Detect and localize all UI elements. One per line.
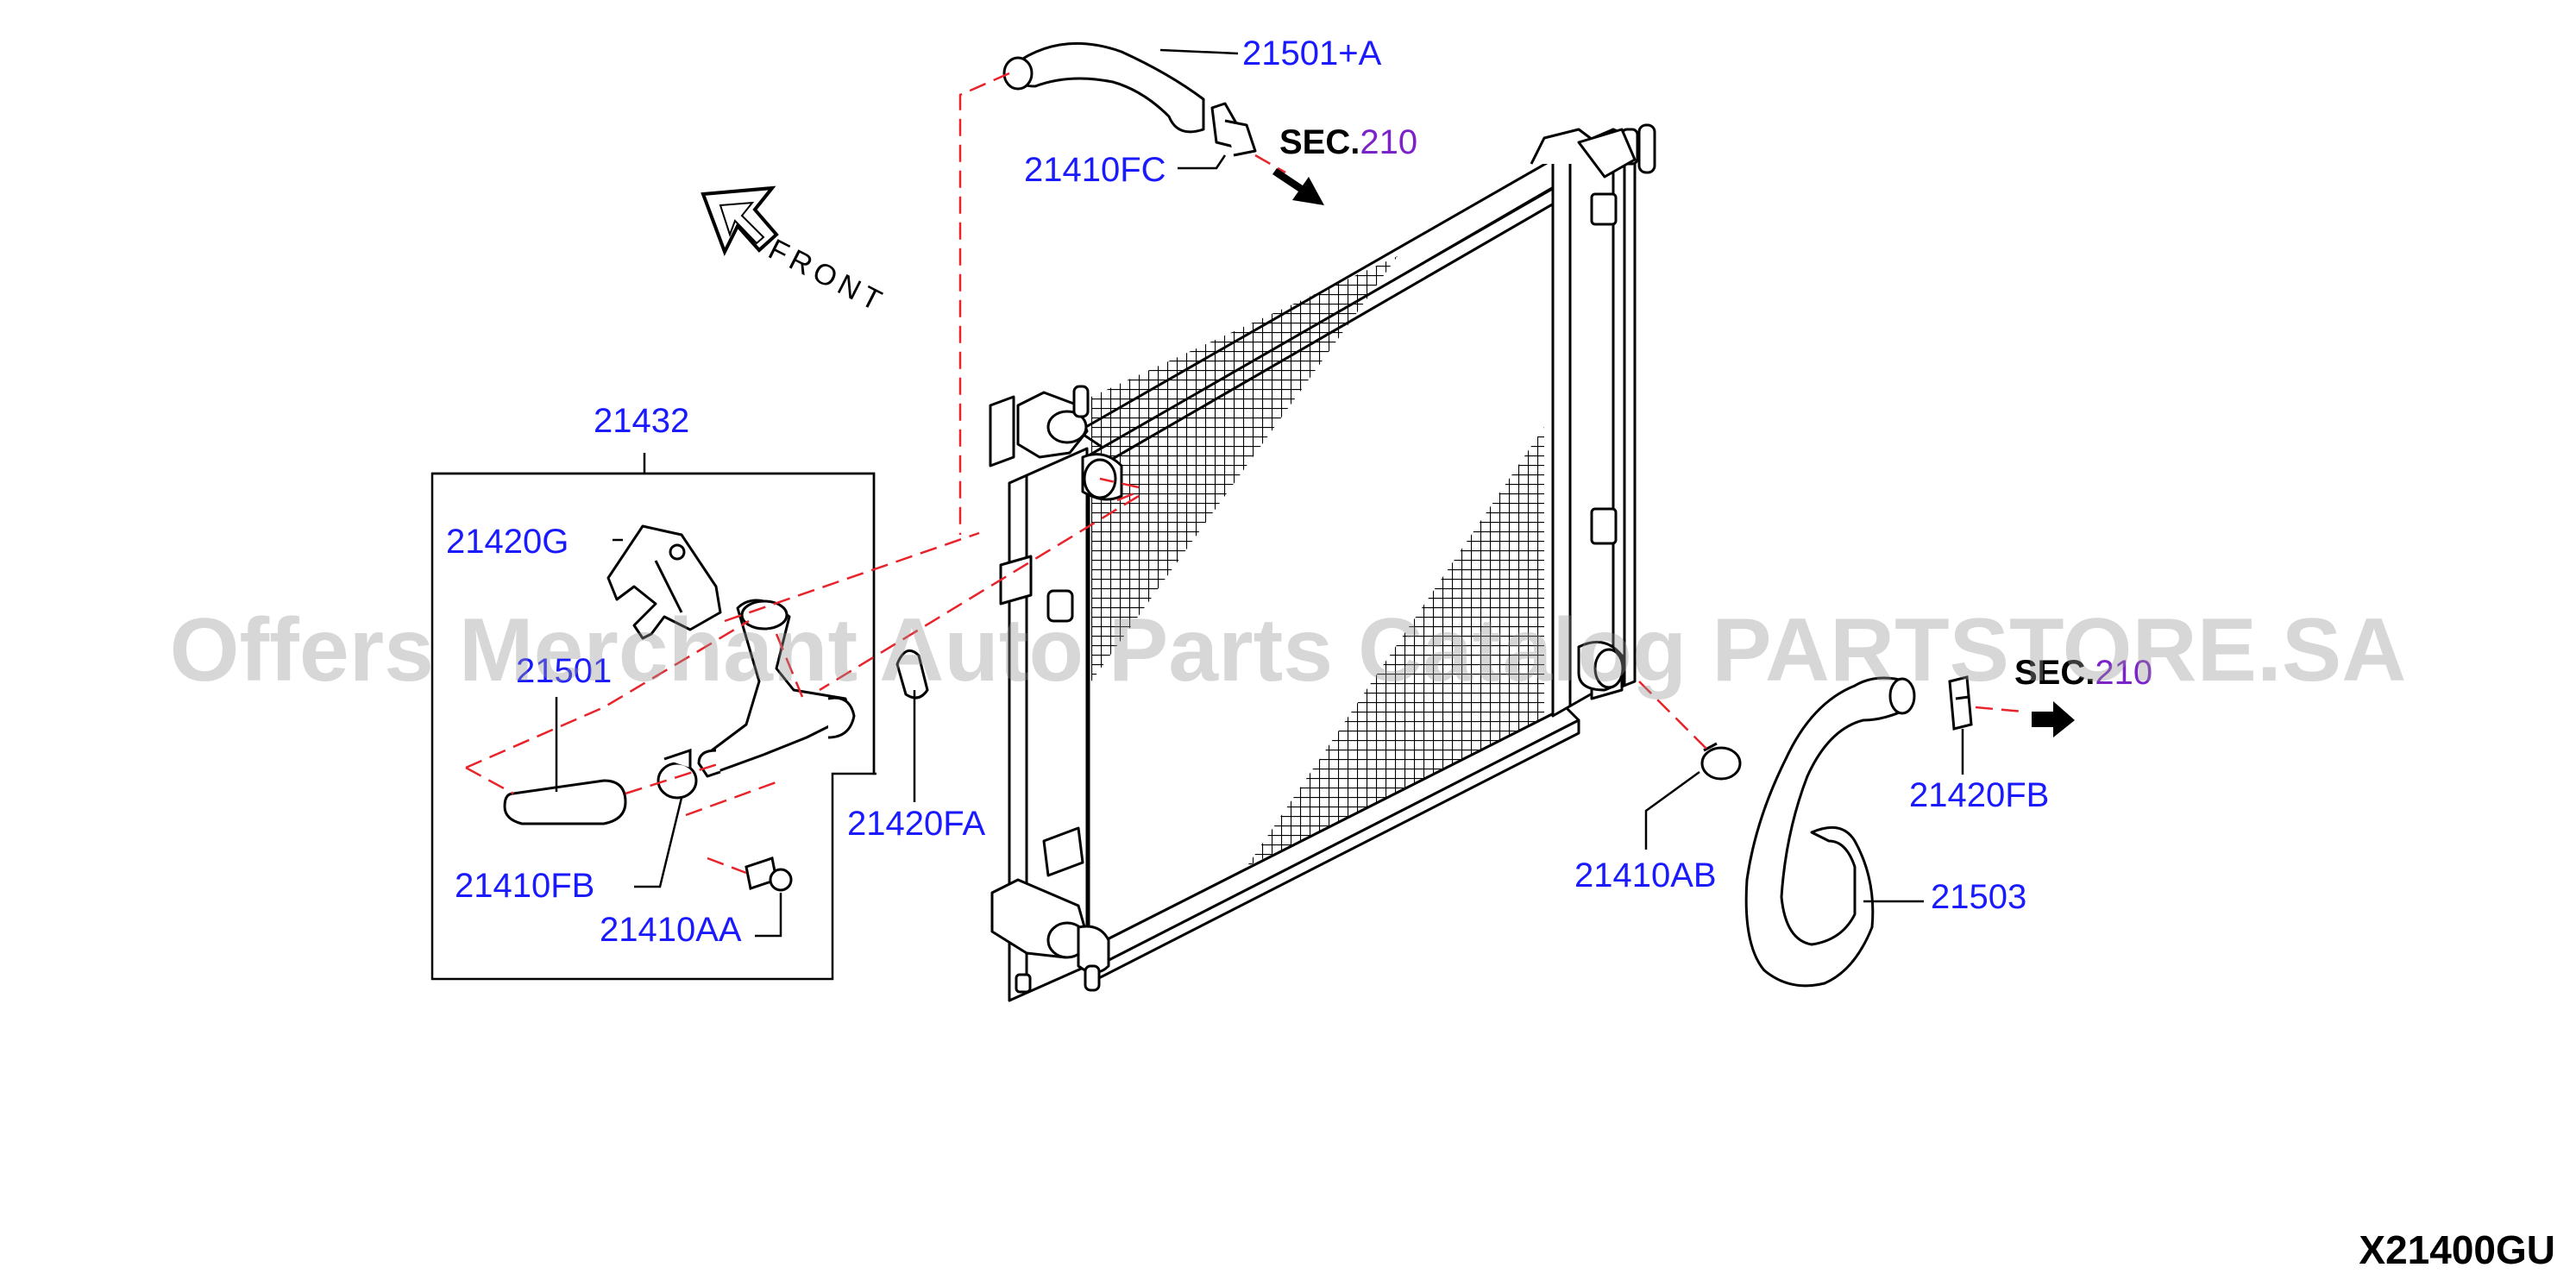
- diagram-code: X21400GU: [2359, 1227, 2555, 1272]
- callout-21420fb[interactable]: 21420FB: [1909, 776, 2050, 814]
- callout-21410fc[interactable]: 21410FC: [1024, 151, 1166, 189]
- clamp-ab-part[interactable]: [1700, 742, 1742, 781]
- callout-21410aa[interactable]: 21410AA: [600, 911, 742, 949]
- callout-21503[interactable]: 21503: [1931, 878, 2027, 916]
- leader-lines: [555, 48, 1964, 938]
- connector-icon[interactable]: [697, 599, 856, 778]
- front-arrow-icon: [701, 185, 779, 257]
- clamp-icon[interactable]: [657, 748, 698, 800]
- hose-icon[interactable]: [503, 779, 627, 825]
- clip-fb-part[interactable]: [1948, 675, 1973, 731]
- callout-21410ab[interactable]: 21410AB: [1574, 856, 1717, 894]
- bolt-icon[interactable]: [745, 856, 793, 892]
- radiator-icon[interactable]: [989, 123, 1656, 1002]
- sec-number: 210: [2095, 654, 2153, 692]
- sec-prefix: SEC.: [1279, 123, 1360, 161]
- sec-arrow-icon: [1272, 168, 1324, 205]
- upper-hose-a-part[interactable]: [1002, 41, 1257, 157]
- sec-ref-right[interactable]: SEC.210: [2014, 656, 2152, 690]
- sec-arrow-icon: [2032, 701, 2075, 737]
- lower-hose-part[interactable]: [1744, 676, 1916, 988]
- callout-21501[interactable]: 21501: [516, 652, 613, 690]
- callout-21420g[interactable]: 21420G: [446, 523, 569, 561]
- callout-21501-a[interactable]: 21501+A: [1242, 35, 1382, 72]
- sec-number: 210: [1360, 123, 1418, 161]
- callout-21410fb[interactable]: 21410FB: [455, 867, 595, 905]
- callout-group-21432[interactable]: 21432: [594, 402, 690, 440]
- clip-icon[interactable]: [895, 649, 929, 700]
- group-box-outline: [430, 472, 876, 981]
- bracket-icon[interactable]: [606, 524, 722, 640]
- callout-21420fa[interactable]: 21420FA: [847, 805, 986, 843]
- sec-prefix: SEC.: [2014, 654, 2095, 692]
- dashed-alignment-lines: [465, 72, 2024, 875]
- sec-ref-top[interactable]: SEC.210: [1279, 125, 1417, 160]
